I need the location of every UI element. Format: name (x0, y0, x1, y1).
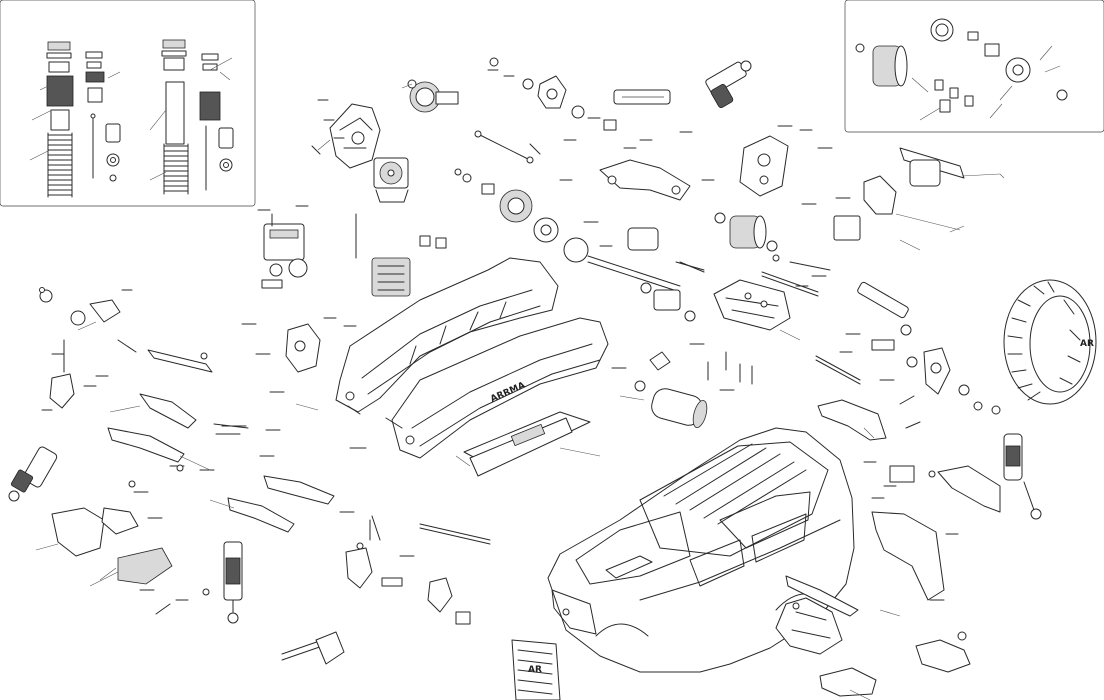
lower-steering-link (345, 523, 491, 625)
front-drive-shaft (281, 631, 345, 665)
front-grille-plate: AR (511, 639, 561, 700)
center-diff-axle (563, 212, 778, 322)
left-bumper (35, 507, 173, 587)
motor-unit (634, 351, 708, 429)
rear-shock-top (705, 60, 752, 108)
main-chassis: ARRMA (335, 257, 609, 459)
shock-stack-right (161, 39, 234, 195)
right-rear-shock (1003, 433, 1042, 520)
suspension-arm-top (599, 159, 691, 201)
left-steering-knuckle (49, 323, 321, 409)
hardware-screws (39, 69, 959, 615)
esc-unit (355, 213, 447, 297)
left-hub-top (39, 289, 137, 353)
receiver-box (261, 223, 308, 289)
right-steering-knuckle (906, 347, 1001, 415)
front-bumper-mount (833, 147, 1001, 241)
motor-screws (707, 351, 753, 385)
brand-mark-grille: AR (528, 665, 542, 675)
rear-wing-mount (775, 511, 945, 655)
servo-mount-assembly (317, 103, 381, 169)
right-driveshaft (857, 281, 912, 351)
spur-gear-top (401, 79, 459, 113)
left-arm-upper (139, 349, 213, 429)
left-rear-shock (223, 541, 243, 624)
right-arm (815, 355, 887, 441)
wheel-tire: AR (1003, 279, 1097, 405)
front-knuckle-parts (489, 57, 671, 131)
gearbox-housing (713, 279, 791, 331)
battery-tray (463, 411, 591, 477)
shock-stack-left (46, 41, 121, 198)
tow-hook-parts (819, 631, 971, 697)
leader-lines (77, 173, 1005, 700)
right-bumper-guard (889, 465, 1001, 513)
left-front-shock (8, 446, 58, 502)
pivot-bar (761, 261, 831, 297)
steering-hub-right (739, 135, 789, 197)
cooling-fan (373, 157, 409, 203)
left-arm-lower (107, 427, 335, 533)
shock-detail-inset (0, 0, 256, 207)
body-shell (547, 427, 855, 673)
diff-detail-inset (844, 0, 1104, 133)
brand-mark-wheel: AR (1080, 339, 1094, 349)
